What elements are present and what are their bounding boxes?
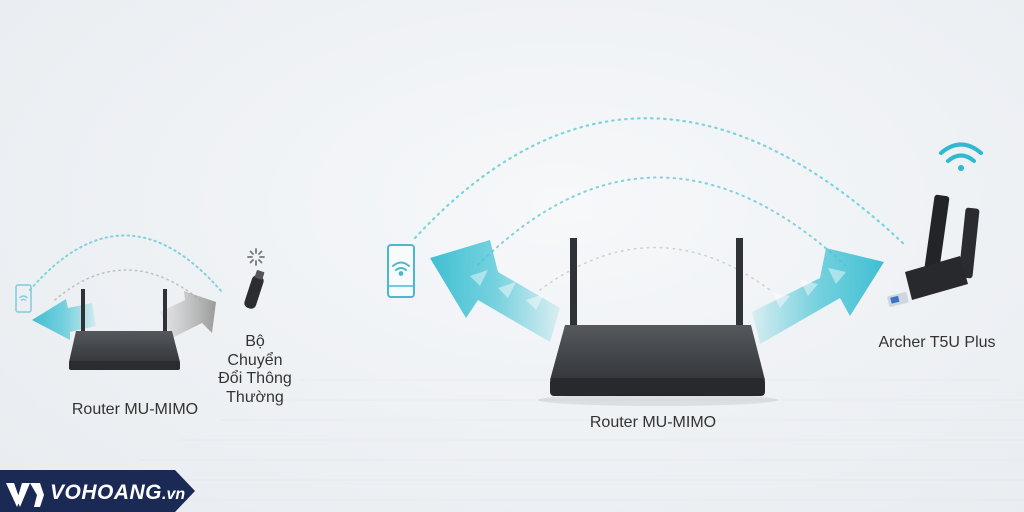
left-beam-cyan — [32, 299, 96, 340]
brand-logo: VOHOANG.vn — [0, 470, 195, 512]
brand-badge — [0, 470, 195, 512]
right-arc-inner — [477, 176, 846, 266]
left-scene — [15, 234, 265, 370]
right-beam-left — [430, 240, 560, 342]
beam-chevrons-right — [772, 268, 846, 308]
brand-name: VOHOANG.vn — [50, 481, 185, 505]
left-router-icon — [69, 289, 180, 370]
left-beam-gray — [160, 291, 216, 338]
loading-spinner-icon — [247, 248, 265, 266]
phone-icon — [15, 284, 32, 313]
adapter-label-line: Thường — [226, 388, 284, 406]
left-router-label: Router MU-MIMO — [71, 401, 199, 418]
floor-grid — [60, 379, 1024, 501]
wifi-icon — [939, 142, 983, 171]
right-router-icon — [538, 238, 778, 406]
right-beam-right — [752, 248, 884, 344]
right-scene — [387, 117, 983, 406]
left-arc-outer — [29, 234, 223, 293]
beam-chevrons-left — [470, 270, 544, 310]
usb-adapter-icon — [887, 194, 980, 307]
usb-adapter-icon — [244, 270, 265, 309]
adapter-label-line: Đổi Thông — [218, 370, 292, 387]
right-router-label: Router MU-MIMO — [589, 414, 717, 431]
right-arc-outer — [413, 117, 907, 247]
archer-adapter-label: Archer T5U Plus — [878, 334, 996, 351]
wifi-icon — [392, 261, 410, 276]
brand-name-main: VOHOANG — [50, 481, 163, 504]
generic-adapter-label: Bộ Chuyển Đổi Thông Thường — [205, 333, 305, 407]
left-arc-inner — [54, 269, 201, 301]
adapter-label-line: Chuyển — [227, 351, 283, 369]
adapter-label-line: Bộ — [245, 333, 265, 350]
brand-name-suffix: .vn — [162, 486, 186, 503]
phone-icon — [387, 244, 415, 298]
logo-mark-icon — [6, 483, 44, 507]
